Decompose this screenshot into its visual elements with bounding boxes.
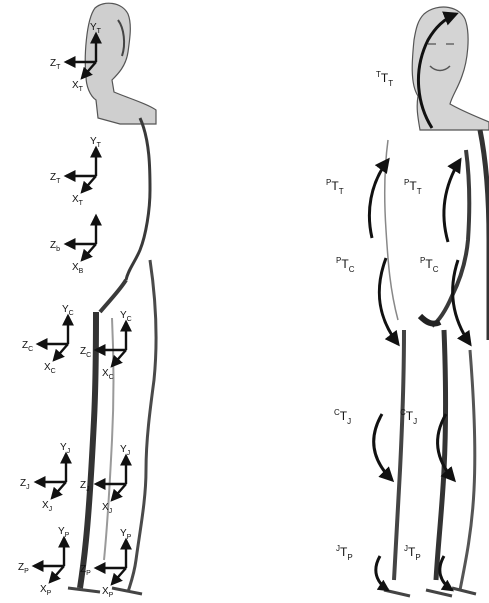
- x-axis-label: XC: [44, 362, 56, 375]
- x-axis-arrow: [82, 176, 96, 192]
- transform-label: TTT: [376, 70, 393, 88]
- z-axis-label: ZJ: [20, 478, 30, 491]
- right-body-figure: [384, 7, 489, 596]
- coordinate-frame: YJ ZJ XJ: [20, 442, 70, 513]
- x-axis-label: XJ: [42, 500, 52, 513]
- right-feet: [384, 588, 476, 596]
- coordinate-frame: YT ZT XT: [50, 136, 102, 207]
- y-axis-label: YT: [90, 136, 102, 149]
- transform-label: CTJ: [334, 408, 351, 426]
- right-arm-edge: [480, 130, 489, 340]
- z-axis-label: Zb: [50, 240, 60, 253]
- x-axis-label: XT: [72, 80, 84, 93]
- transform-label: PTT: [404, 178, 422, 196]
- arrow-ankle-right: [440, 556, 452, 590]
- arrow-ankle-left: [376, 556, 388, 590]
- y-axis-label: YJ: [60, 442, 70, 455]
- left-torso-contour: [126, 118, 150, 280]
- x-axis-label: XP: [102, 586, 114, 599]
- x-axis-arrow: [112, 568, 126, 584]
- x-axis-arrow: [82, 244, 96, 260]
- x-axis-label: XT: [72, 194, 84, 207]
- x-axis-label: XC: [102, 368, 114, 381]
- transform-label: PTT: [326, 178, 344, 196]
- coordinate-frame: YP ZP XP: [18, 526, 70, 597]
- y-axis-label: YC: [120, 310, 132, 323]
- x-axis-arrow: [54, 344, 68, 360]
- coordinate-frame: YC ZC XC: [22, 304, 74, 375]
- z-axis-label: ZT: [50, 58, 61, 71]
- transform-label: JTP: [404, 544, 421, 562]
- x-axis-arrow: [52, 482, 66, 498]
- y-axis-label: YP: [120, 528, 132, 541]
- arrow-knee-left: [374, 414, 392, 480]
- transform-label: JTP: [336, 544, 353, 562]
- right-torso-left-edge: [385, 140, 398, 320]
- x-axis-label: XB: [72, 262, 84, 275]
- left-leg-outer: [128, 260, 156, 592]
- left-leg-shade: [104, 318, 114, 560]
- z-axis-label: ZP: [18, 562, 29, 575]
- x-axis-arrow: [112, 484, 126, 500]
- arrow-torso-right: [444, 160, 460, 242]
- x-axis-label: XP: [40, 584, 52, 597]
- z-axis-label: ZT: [50, 172, 61, 185]
- y-axis-label: YJ: [120, 444, 130, 457]
- transform-label: PTC: [420, 256, 439, 274]
- z-axis-label: ZC: [80, 346, 91, 359]
- coordinate-frame: YC ZC XC: [80, 310, 132, 381]
- z-axis-label: ZC: [22, 340, 33, 353]
- y-axis-label: YP: [58, 526, 70, 539]
- right-leg-outer: [460, 350, 475, 590]
- y-axis-label: YC: [62, 304, 74, 317]
- x-axis-arrow: [50, 566, 64, 582]
- left-hip-contour: [100, 280, 126, 312]
- transformation-arrows: [369, 14, 470, 590]
- right-leg-left: [394, 330, 404, 580]
- transform-label: PTC: [336, 256, 355, 274]
